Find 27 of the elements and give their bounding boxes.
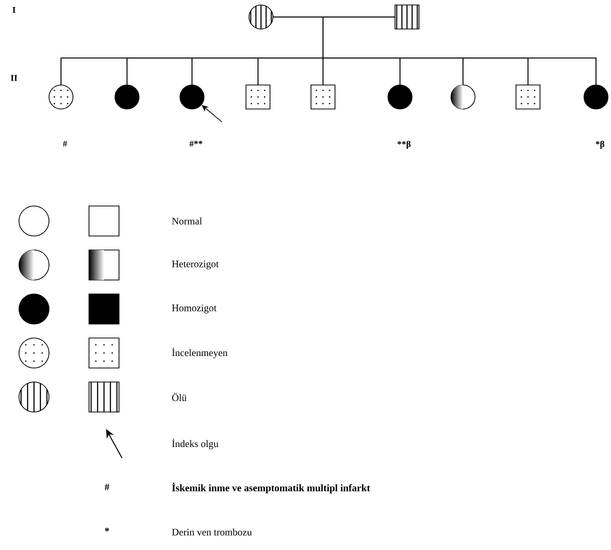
male-symbol [516,84,540,110]
generation-label: I [12,7,16,13]
legend-text: Derin ven trombozu [172,528,252,536]
legend-text: İncelenmeyen [172,348,228,358]
legend-text: Heterozigot [172,260,219,270]
symbol-label: # [104,484,110,490]
female-symbol [388,84,412,110]
symbol-label: * [104,528,110,532]
annotation: **β [398,140,411,149]
male-symbol [310,84,336,110]
female-symbol [248,4,274,30]
legend-text: İndeks olgu [172,438,218,450]
legend-text: İskemik inme ve asemptomatik multipl infarkt [172,482,370,494]
female-symbol [48,84,74,110]
male-symbol [246,84,270,110]
male-symbol [394,4,420,30]
generation-label: II [10,75,18,81]
annotation: # [62,140,68,147]
legend-text: Ölü [172,392,186,402]
female-symbol [114,84,140,110]
annotation: *β [596,140,604,149]
female-symbol [584,84,608,110]
female-symbol [180,84,204,110]
legend-text: Normal [172,217,202,224]
annotation: #** [189,140,202,147]
legend-text: Homozigot [172,304,216,314]
descent-line [322,16,596,85]
